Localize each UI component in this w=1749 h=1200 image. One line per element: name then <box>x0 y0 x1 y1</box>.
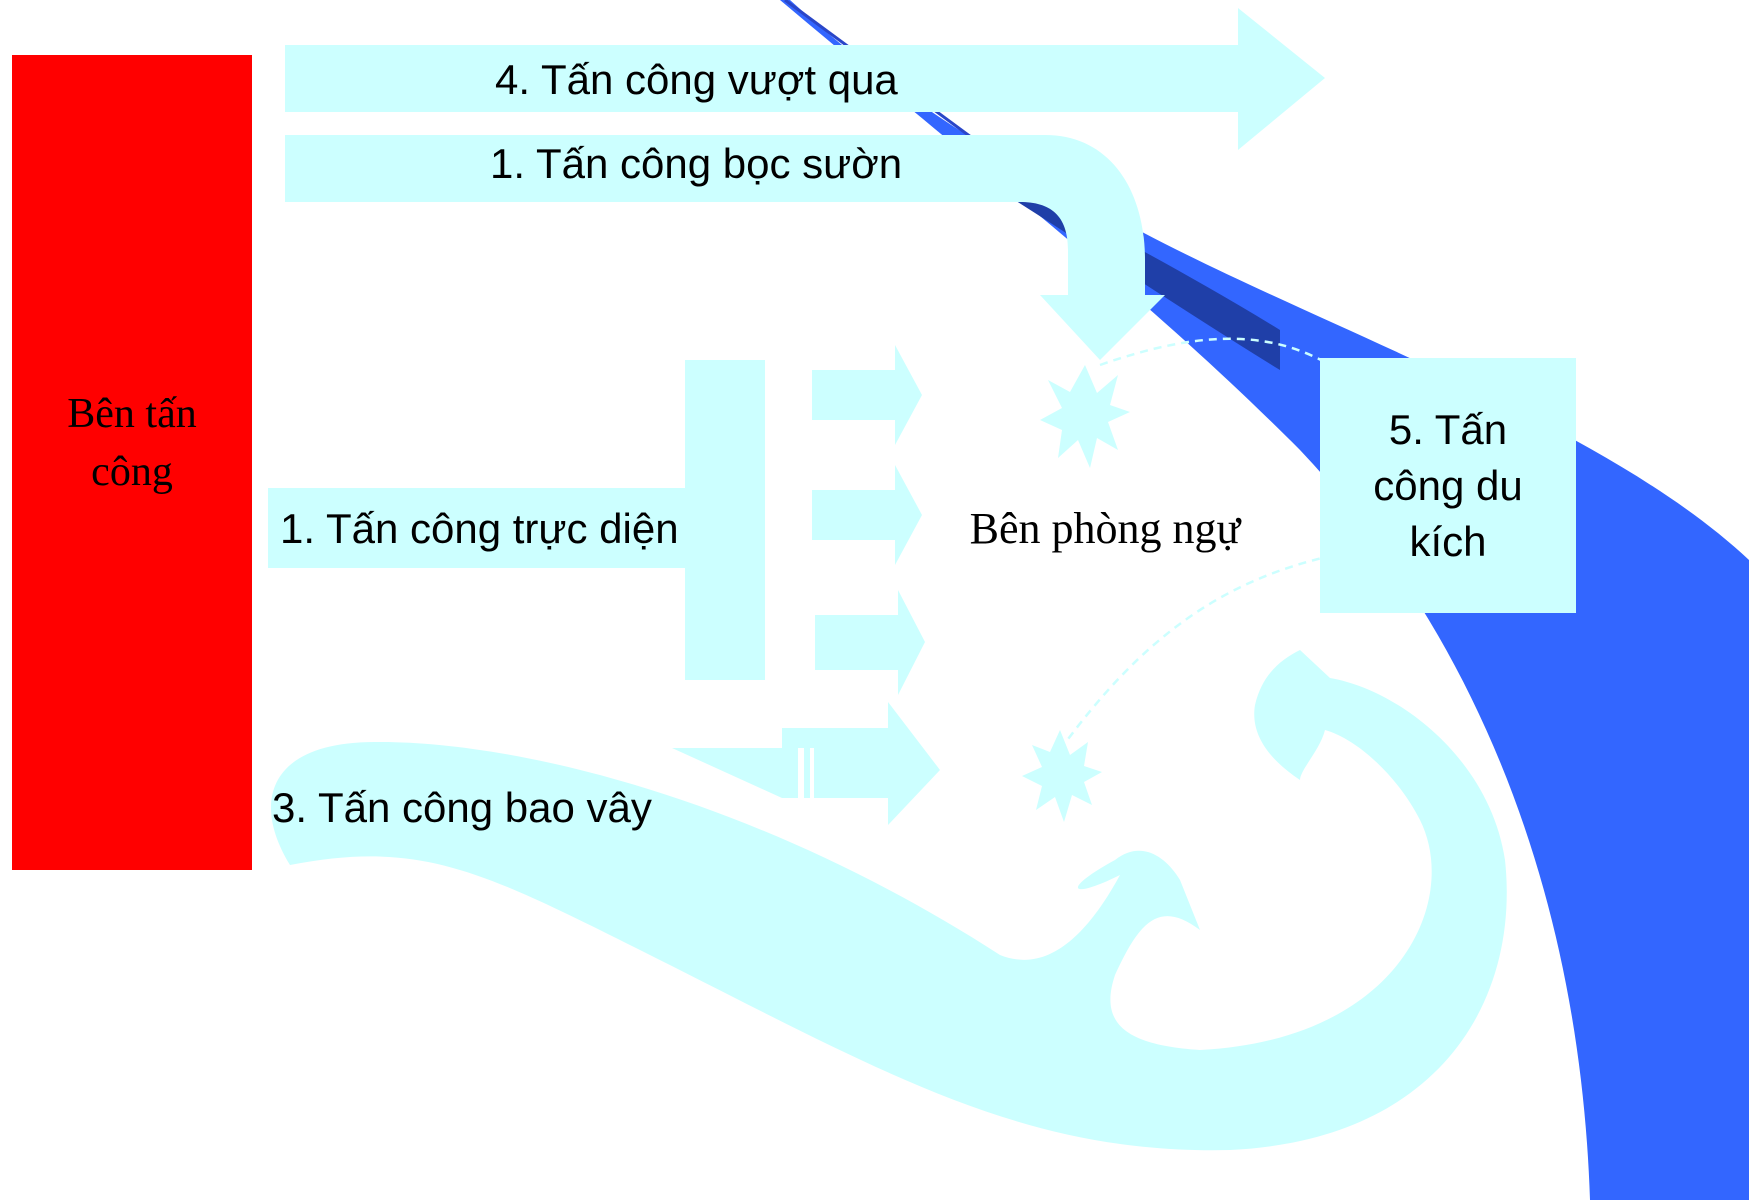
flank-attack-label: 1. Tấn công bọc sườn <box>490 140 903 187</box>
guerrilla-attack-label: 5. Tấn công du kích <box>1373 405 1523 565</box>
frontal-arrow-1 <box>812 345 922 445</box>
attacker-block: Bên tấn công <box>12 55 252 870</box>
attacker-label: Bên tấn công <box>67 390 197 495</box>
bypass-attack-label: 4. Tấn công vượt qua <box>495 56 898 103</box>
frontal-arrow-4-stripe-1 <box>798 748 804 798</box>
bypass-arrow <box>285 8 1325 150</box>
flank-arrow <box>285 135 1165 360</box>
starburst-icon <box>1040 365 1130 468</box>
guerrilla-dashed-path-1 <box>1099 337 1331 367</box>
frontal-arrow-4-stripe-2 <box>810 748 814 798</box>
guerrilla-dashed-path-2 <box>1058 553 1336 751</box>
guerrilla-attack-box: 5. Tấn công du kích <box>1320 358 1576 613</box>
defender-label: Bên phòng ngự <box>969 504 1241 553</box>
frontal-arrow-4 <box>672 702 940 825</box>
encirclement-arrow <box>270 650 1507 1151</box>
frontal-arrow-3 <box>815 590 925 695</box>
frontal-vertical-bar <box>685 360 765 680</box>
frontal-label-bar <box>268 488 688 568</box>
frontal-attack-label: 1. Tấn công trực diện <box>280 505 679 552</box>
starburst-icon <box>1022 730 1102 822</box>
encirclement-attack-label: 3. Tấn công bao vây <box>272 784 652 831</box>
frontal-arrow-2 <box>812 465 922 565</box>
